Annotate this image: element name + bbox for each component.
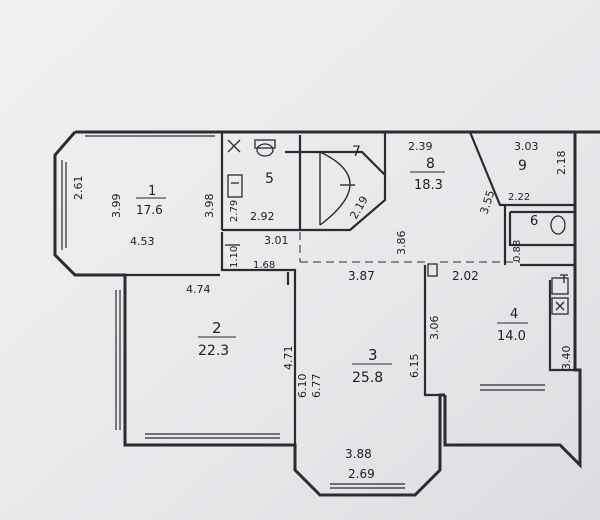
room-2-area: 22.3 (198, 343, 229, 359)
room-2-number: 2 (212, 319, 222, 337)
dim-3-98: 3.98 (203, 194, 216, 219)
room-3-number: 3 (368, 346, 378, 364)
column-icon (427, 263, 438, 277)
dim-2-61: 2.61 (72, 176, 85, 201)
dim-2-18: 2.18 (555, 151, 568, 176)
dim-1-68: 1.68 (253, 260, 275, 271)
appliance-icon (551, 297, 569, 315)
interior-walls (125, 131, 575, 445)
dim-2-39: 2.39 (408, 140, 433, 153)
dim-6-15: 6.15 (408, 354, 421, 379)
dim-3-03: 3.03 (514, 140, 539, 153)
zone-dividers (299, 232, 520, 263)
room-1-area: 17.6 (136, 203, 163, 217)
toilet-icon (256, 143, 274, 157)
dim-2-79: 2.79 (229, 200, 240, 222)
dim-3-88: 3.88 (345, 447, 372, 461)
dim-4-71: 4.71 (282, 346, 295, 371)
basin-icon (550, 215, 566, 235)
room-7-number: 7 (352, 144, 361, 160)
door-swing (319, 151, 355, 226)
room-areas: 17.6 22.3 25.8 14.0 18.3 (136, 171, 528, 386)
dim-3-06: 3.06 (428, 316, 441, 341)
dim-2-02: 2.02 (452, 269, 479, 283)
room-4-area: 14.0 (497, 329, 526, 344)
sink-icon (227, 174, 243, 198)
room-8-area: 18.3 (414, 178, 443, 193)
dim-3-86: 3.86 (395, 231, 408, 256)
room-9-number: 9 (518, 158, 527, 174)
dimension-annotations: 2.61 3.99 4.53 3.98 2.79 2.92 3.01 2.19 … (72, 140, 573, 481)
dim-1-10: 1.10 (229, 246, 240, 268)
dim-3-87: 3.87 (348, 269, 375, 283)
dim-2-22: 2.22 (508, 192, 530, 203)
room-labels: 1 2 3 4 5 6 7 8 9 (148, 144, 538, 364)
dim-6-10: 6.10 (296, 374, 309, 399)
dim-2-92: 2.92 (250, 210, 275, 223)
outer-walls (53, 130, 600, 497)
room-4-number: 4 (510, 307, 518, 322)
windows (61, 135, 545, 489)
stove-icon (551, 277, 569, 295)
room-3-area: 25.8 (352, 370, 383, 386)
dim-0-88: 0.88 (512, 240, 523, 262)
dim-3-40: 3.40 (560, 346, 573, 371)
fixtures (225, 139, 569, 315)
room-5-number: 5 (265, 171, 274, 187)
dim-4-53: 4.53 (130, 235, 155, 248)
room-8-number: 8 (426, 156, 435, 172)
dim-3-01: 3.01 (264, 234, 289, 247)
dim-2-69: 2.69 (348, 467, 375, 481)
vent-icon (227, 139, 241, 153)
dim-6-77: 6.77 (310, 374, 323, 399)
dim-3-99: 3.99 (110, 194, 123, 219)
room-6-number: 6 (530, 214, 538, 229)
room-1-number: 1 (148, 184, 156, 199)
dim-4-74: 4.74 (186, 283, 211, 296)
